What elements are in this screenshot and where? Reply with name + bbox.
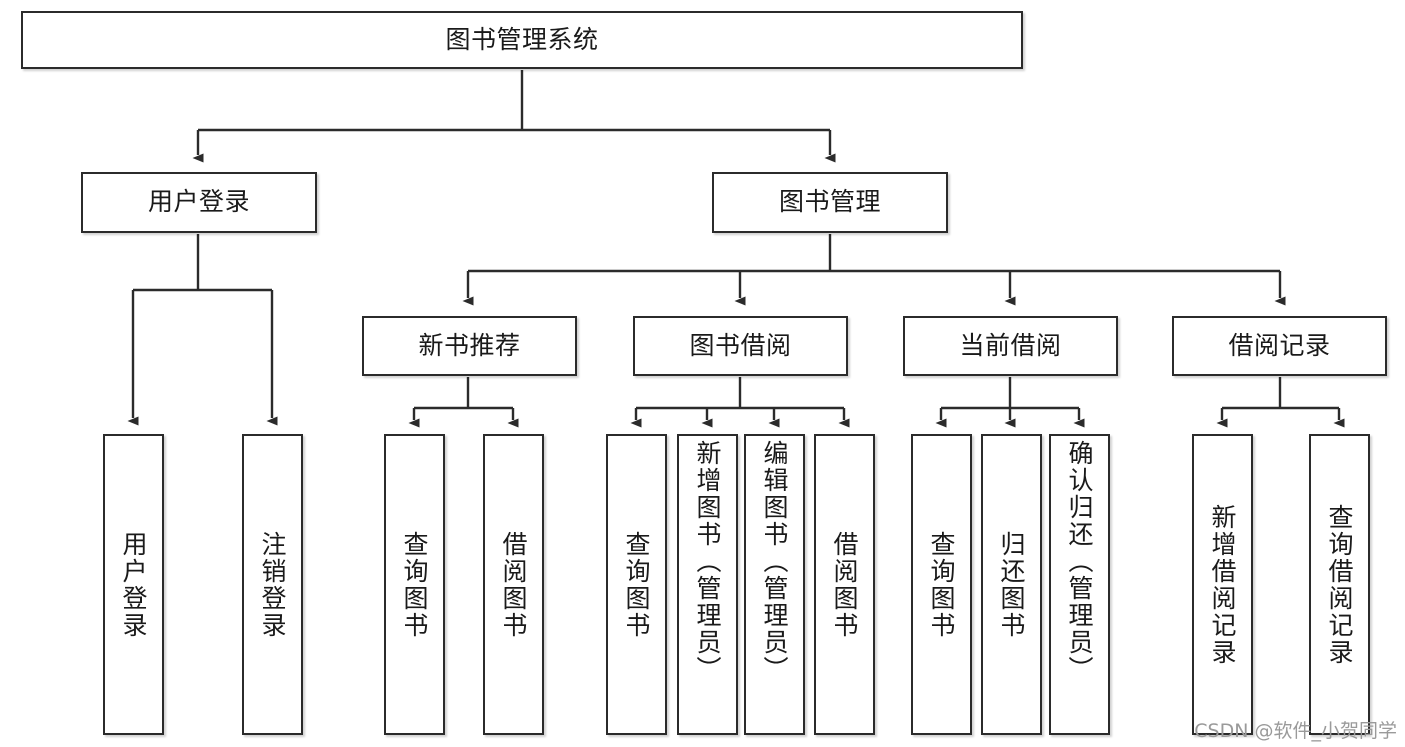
node-leaf-query-book-1-label: 查询图书 [400, 530, 429, 639]
node-root-label: 图书管理系统 [445, 24, 599, 54]
node-leaf-borrow-book-2-label: 借阅图书 [830, 530, 859, 639]
node-leaf-borrow-book-1[interactable]: 借阅图书 [483, 434, 544, 735]
node-leaf-user-login[interactable]: 用户登录 [103, 434, 164, 735]
node-leaf-add-book-label: 新增图书（管理员） [693, 440, 722, 683]
node-borrow-record[interactable]: 借阅记录 [1172, 316, 1387, 376]
node-new-book-recommend[interactable]: 新书推荐 [362, 316, 577, 376]
node-current-borrow-label: 当前借阅 [959, 330, 1062, 360]
node-leaf-query-book-2[interactable]: 查询图书 [606, 434, 667, 735]
node-book-borrow-label: 图书借阅 [689, 330, 792, 360]
node-user-login[interactable]: 用户登录 [81, 172, 317, 233]
node-new-book-recommend-label: 新书推荐 [418, 330, 521, 360]
node-leaf-query-book-2-label: 查询图书 [622, 530, 651, 639]
node-leaf-query-record[interactable]: 查询借阅记录 [1309, 434, 1370, 735]
node-leaf-confirm-return[interactable]: 确认归还（管理员） [1049, 434, 1110, 735]
node-book-manage[interactable]: 图书管理 [712, 172, 948, 233]
node-book-manage-label: 图书管理 [778, 187, 881, 217]
node-current-borrow[interactable]: 当前借阅 [903, 316, 1118, 376]
node-leaf-logout[interactable]: 注销登录 [242, 434, 303, 735]
node-leaf-borrow-book-2[interactable]: 借阅图书 [814, 434, 875, 735]
node-leaf-return-book-label: 归还图书 [997, 530, 1026, 639]
node-leaf-add-book[interactable]: 新增图书（管理员） [677, 434, 738, 735]
node-leaf-query-record-label: 查询借阅记录 [1325, 503, 1354, 666]
node-leaf-add-record-label: 新增借阅记录 [1208, 503, 1237, 666]
node-leaf-add-record[interactable]: 新增借阅记录 [1192, 434, 1253, 735]
node-leaf-query-book-1[interactable]: 查询图书 [384, 434, 445, 735]
node-book-borrow[interactable]: 图书借阅 [633, 316, 848, 376]
node-leaf-edit-book-label: 编辑图书（管理员） [760, 440, 789, 683]
node-leaf-borrow-book-1-label: 借阅图书 [499, 530, 528, 639]
node-leaf-query-book-3[interactable]: 查询图书 [911, 434, 972, 735]
csdn-watermark: CSDN @软件_小贺同学 [1194, 720, 1397, 742]
node-leaf-user-login-label: 用户登录 [119, 530, 148, 639]
node-leaf-return-book[interactable]: 归还图书 [981, 434, 1042, 735]
node-borrow-record-label: 借阅记录 [1228, 330, 1331, 360]
node-leaf-edit-book[interactable]: 编辑图书（管理员） [744, 434, 805, 735]
node-user-login-label: 用户登录 [147, 187, 250, 217]
node-root[interactable]: 图书管理系统 [21, 11, 1023, 69]
node-leaf-query-book-3-label: 查询图书 [927, 530, 956, 639]
node-leaf-logout-label: 注销登录 [258, 530, 287, 639]
node-leaf-confirm-return-label: 确认归还（管理员） [1065, 440, 1094, 683]
